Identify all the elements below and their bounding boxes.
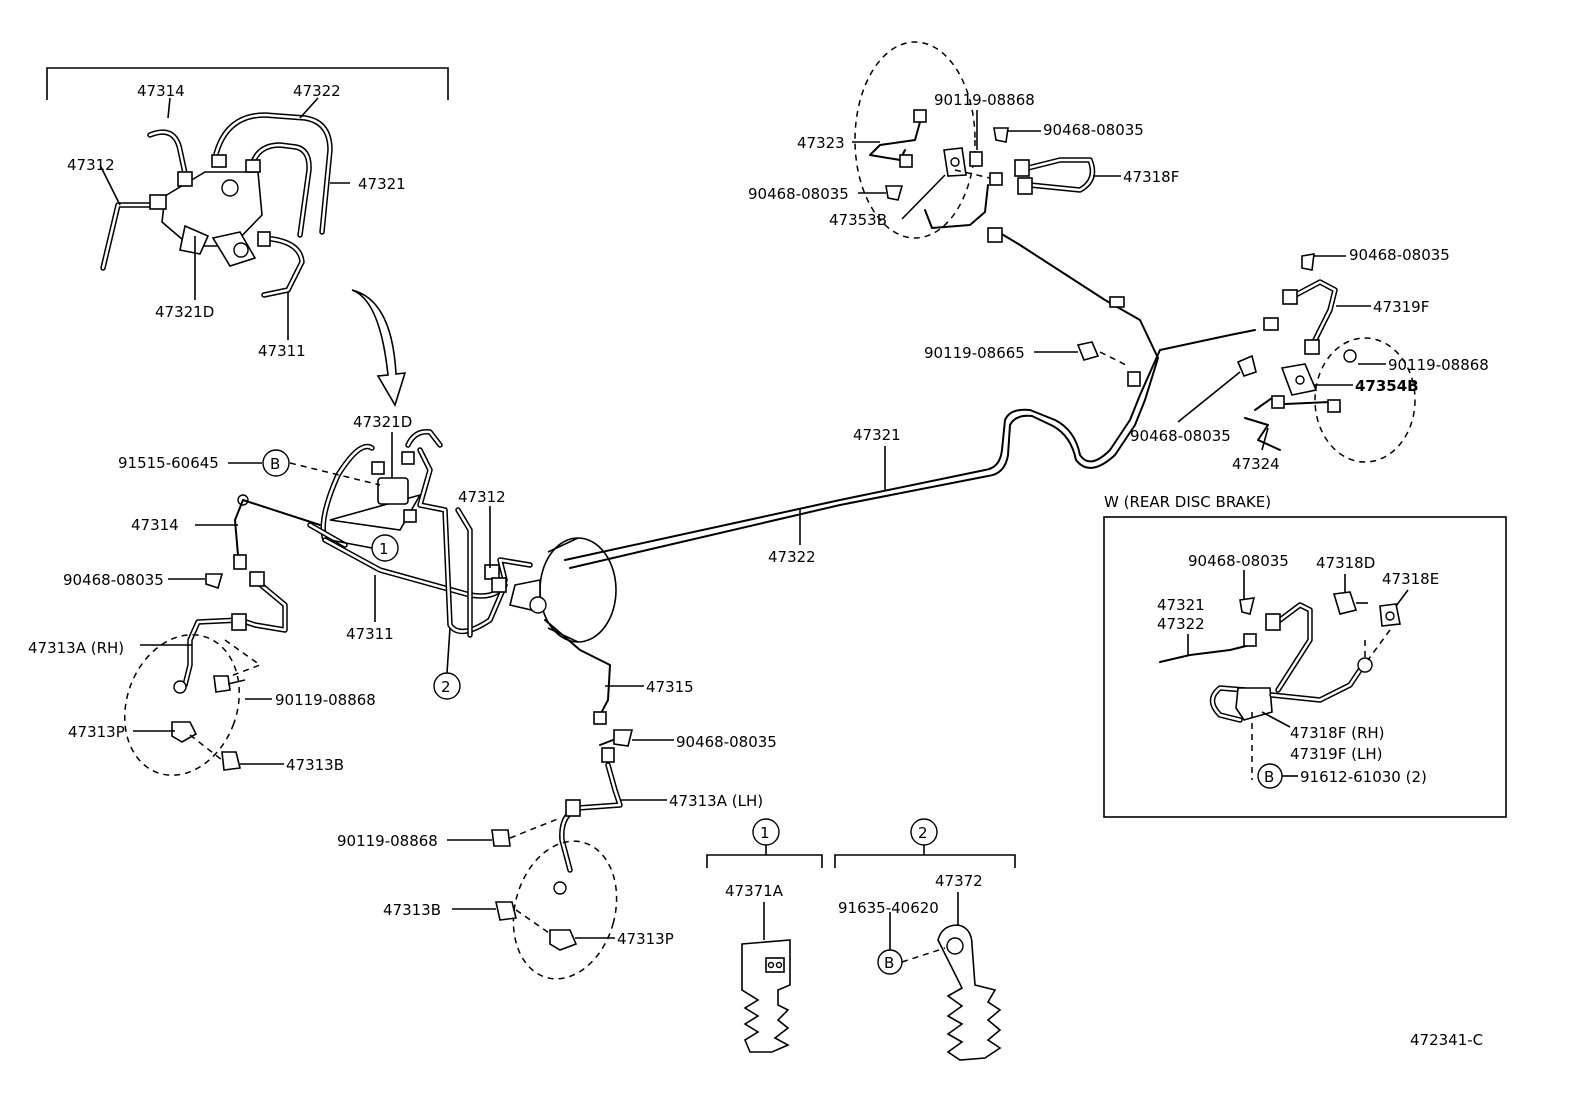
- label-91515: 91515-60645: [118, 454, 219, 472]
- label-47322-top: 47322: [293, 82, 341, 100]
- label-90119-right: 90119-08868: [1388, 356, 1489, 374]
- label-90468-top: 90468-08035: [1043, 121, 1144, 139]
- label-91635: 91635-40620: [838, 899, 939, 917]
- label-47313B-left: 47313B: [286, 756, 344, 774]
- box-label-90468: 90468-08035: [1188, 552, 1289, 570]
- clamp-group-2: 2 B: [834, 818, 1016, 1061]
- clamp-group-1: 1: [706, 818, 823, 1053]
- svg-text:1: 1: [379, 540, 389, 558]
- label-47311-top: 47311: [258, 342, 306, 360]
- box-marker-b: B: [1257, 763, 1283, 789]
- svg-text:B: B: [884, 954, 894, 972]
- box-title: W (REAR DISC BRAKE): [1104, 493, 1271, 511]
- label-47372: 47372: [935, 872, 983, 890]
- valve-group-detail: [46, 67, 449, 340]
- svg-text:B: B: [1264, 768, 1274, 786]
- box-label-91612: 91612-61030 (2): [1300, 768, 1427, 786]
- label-47313A-RH: 47313A (RH): [28, 639, 124, 657]
- box-label-47318D: 47318D: [1316, 554, 1375, 572]
- label-47321-center: 47321: [853, 426, 901, 444]
- marker-1-mid: 1: [329, 534, 399, 562]
- label-47354B: 47354B: [1355, 377, 1419, 395]
- label-47371A: 47371A: [725, 882, 784, 900]
- label-47313P-left: 47313P: [68, 723, 125, 741]
- marker-b-mid: B: [228, 449, 381, 486]
- svg-text:2: 2: [441, 678, 451, 696]
- view-arrow: [351, 289, 407, 407]
- label-90119-left: 90119-08868: [275, 691, 376, 709]
- label-47321D-top: 47321D: [155, 303, 214, 321]
- lh-hose-group: [491, 729, 634, 980]
- box-label-47319F: 47319F (LH): [1290, 745, 1382, 763]
- rear-left-group: [854, 41, 1096, 239]
- label-90468-rightlow: 90468-08035: [1130, 427, 1231, 445]
- diagram-code: 472341-C: [1410, 1031, 1483, 1049]
- label-90468-topleft: 90468-08035: [748, 185, 849, 203]
- box-label-47318F: 47318F (RH): [1290, 724, 1385, 742]
- label-47321-top: 47321: [358, 175, 406, 193]
- rear-right-group: [1076, 253, 1416, 463]
- rh-hose-group: [124, 571, 288, 776]
- label-47353B: 47353B: [829, 211, 887, 229]
- svg-text:2: 2: [918, 824, 928, 842]
- label-47319F: 47319F: [1373, 298, 1429, 316]
- label-47311-mid: 47311: [346, 625, 394, 643]
- label-47315: 47315: [646, 678, 694, 696]
- label-47324: 47324: [1232, 455, 1280, 473]
- label-47312-top: 47312: [67, 156, 115, 174]
- box-label-47321: 47321: [1157, 596, 1205, 614]
- label-90468-center: 90468-08035: [676, 733, 777, 751]
- label-90119-center: 90119-08868: [337, 832, 438, 850]
- label-47314-top: 47314: [137, 82, 185, 100]
- master-cylinder-assembly: [233, 227, 1279, 725]
- label-90468-right: 90468-08035: [1349, 246, 1450, 264]
- label-47322-center: 47322: [768, 548, 816, 566]
- label-47314-left: 47314: [131, 516, 179, 534]
- label-47313P-center: 47313P: [617, 930, 674, 948]
- label-90119-top: 90119-08868: [934, 91, 1035, 109]
- marker-2-mid: 2: [433, 627, 461, 700]
- label-47312-mid: 47312: [458, 488, 506, 506]
- label-47313A-LH: 47313A (LH): [669, 792, 763, 810]
- label-47313B-center: 47313B: [383, 901, 441, 919]
- label-47323: 47323: [797, 134, 845, 152]
- rear-disc-brake-box: [1103, 516, 1507, 818]
- label-47321D-mid: 47321D: [353, 413, 412, 431]
- svg-text:B: B: [270, 455, 280, 473]
- label-90468-left: 90468-08035: [63, 571, 164, 589]
- box-label-47322: 47322: [1157, 615, 1205, 633]
- svg-text:1: 1: [760, 824, 770, 842]
- box-label-47318E: 47318E: [1382, 570, 1439, 588]
- label-90119-08665: 90119-08665: [924, 344, 1025, 362]
- label-47318F: 47318F: [1123, 168, 1179, 186]
